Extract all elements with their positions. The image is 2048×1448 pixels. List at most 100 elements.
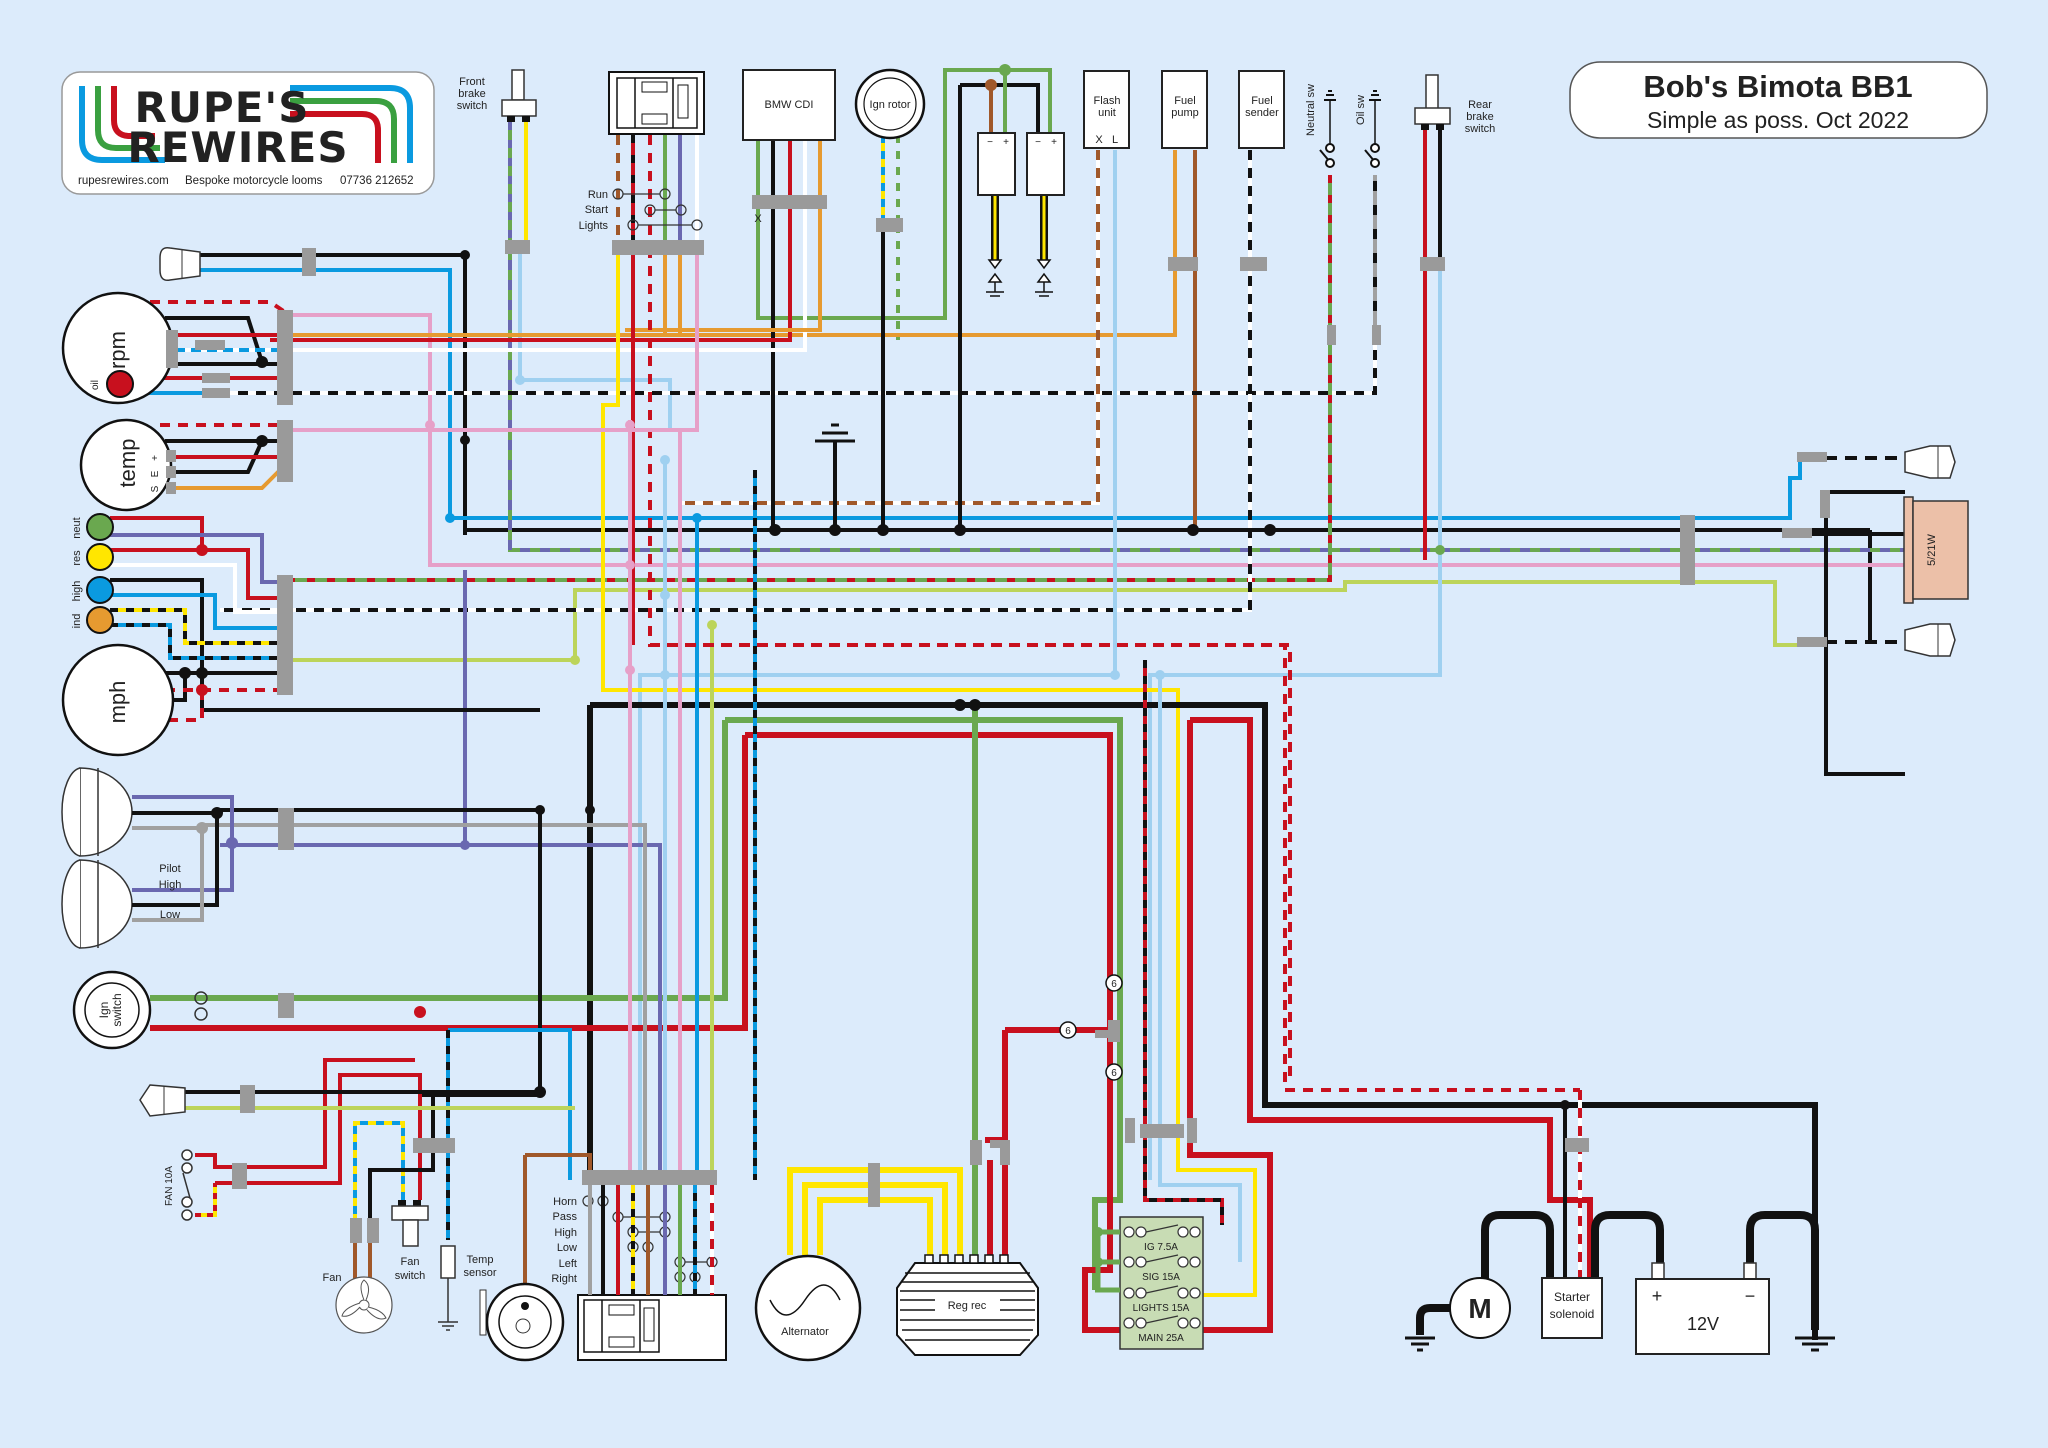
pilot-label: Pilot [159,863,180,875]
fuse-terminal [181,1196,193,1208]
connector [413,1138,455,1153]
ground-icon [1405,1336,1435,1352]
logo-phone: 07736 212652 [340,175,414,187]
wire-red-yellow-fan-d [195,1183,217,1217]
solenoid-label-1: Starter [1554,1290,1590,1304]
indicator-lens [1904,623,1956,657]
low-label: Low [160,909,180,921]
connector [1140,1124,1184,1138]
wire-white-cdi [175,140,807,352]
junction-dot [625,560,635,570]
indicator-lens [139,1084,186,1117]
junction-dot [425,420,435,430]
connector [166,330,178,368]
wire-black-main-vert [587,702,1818,1340]
connector [868,1163,880,1207]
fuse-main: MAIN 25A [1138,1333,1184,1344]
wire-blue-high [110,593,290,630]
wire-purple-high [132,845,234,892]
wire-red-main-b [1190,717,1593,1300]
junction-dot [414,1006,426,1018]
splice-label: 6 [1111,1068,1117,1079]
wire-purple-neut [110,533,290,584]
junction-dot [1435,545,1445,555]
junction-dot [660,590,670,600]
spark-plug-icon [986,259,1053,297]
connector [612,240,704,255]
junction-dot [1560,1100,1570,1110]
junction-dot [829,524,841,536]
front-brake-label-1: Front [459,76,485,88]
fan-switch-stem [402,1219,419,1247]
tail-lamp-body [1912,500,1969,600]
sine-wave-icon [769,1284,841,1316]
fuel-sender-label-2: sender [1245,107,1279,119]
wire-lightblue-rear [1148,265,1442,1180]
wire-red-fan-1 [195,1058,415,1169]
oil-switch: Oil sw [1355,90,1381,168]
left-switch-wires [588,1185,714,1295]
fuse-link [182,1172,191,1199]
junction-dot [570,655,580,665]
ground-icon [438,1321,458,1331]
wire-red-main-c [1165,720,1273,1333]
battery-terminal-neg [1743,1262,1757,1280]
junction-dot [692,513,702,523]
connector [278,808,294,850]
front-indicator-right [139,1084,186,1117]
connector [1125,1118,1135,1143]
connector [582,1170,717,1185]
temp-sensor: Temp sensor [438,1245,497,1331]
ignition-switch[interactable]: Ign switch [72,970,208,1050]
brake-switch-terminal [507,116,515,122]
connector [302,248,316,276]
fan-switch-terminal [413,1200,421,1206]
indicator-lens [1904,445,1956,479]
connector [232,1163,247,1189]
fan-switch-terminal [398,1200,406,1206]
front-indicator-left [159,246,201,282]
headlamp-back [61,767,81,857]
logo-stripe-blue [79,85,413,163]
wire-black-low [132,813,219,907]
wire-red-white-trunk [650,643,1580,1092]
right-switch-positions: Run Start Lights [579,188,703,232]
wire-lightblue-flash [638,150,1117,1180]
title-main: Bob's Bimota BB1 [1643,69,1912,104]
junction-dot [1187,524,1199,536]
temp-dial [79,418,173,512]
junction-dot [660,455,670,465]
junction-dot [999,64,1011,76]
splice-markers: 6 6 6 [1059,974,1123,1081]
wire-yellow-rs [601,248,1257,1297]
fan: Fan [323,1272,393,1334]
logo-website: rupesrewires.com [78,175,169,187]
right-switch-button [641,81,668,93]
solenoid-box [1541,1277,1603,1339]
connector [1240,257,1267,271]
wire-red-green-neutral-dash [290,175,1332,582]
res-label: res [71,550,83,566]
junction-dot [515,375,525,385]
indicator-lens [159,246,201,282]
coil-2 [1026,132,1065,196]
fuse-ig: IG 7.5A [1144,1242,1178,1253]
motor-label: M [1468,1293,1491,1324]
indicator-lamp [86,606,114,634]
battery: + − 12V [1635,1262,1770,1355]
high-label: high [71,581,83,602]
logo-tagline: Bespoke motorcycle looms [185,175,323,187]
junction-dot [969,699,981,711]
horn-terminal [521,1302,529,1310]
wire-motor-cable [1481,1211,1554,1300]
alternator-body [754,1254,862,1362]
connector [166,482,176,494]
fan-switch-label-2: switch [395,1270,426,1282]
horn [479,1282,565,1362]
connector [970,1140,982,1165]
switch-contact [1325,158,1335,168]
connector [1000,1140,1010,1165]
right-switch-pos-lights: Lights [579,220,609,232]
headlamp-body [79,767,133,857]
fuel-sender-box [1238,70,1285,149]
